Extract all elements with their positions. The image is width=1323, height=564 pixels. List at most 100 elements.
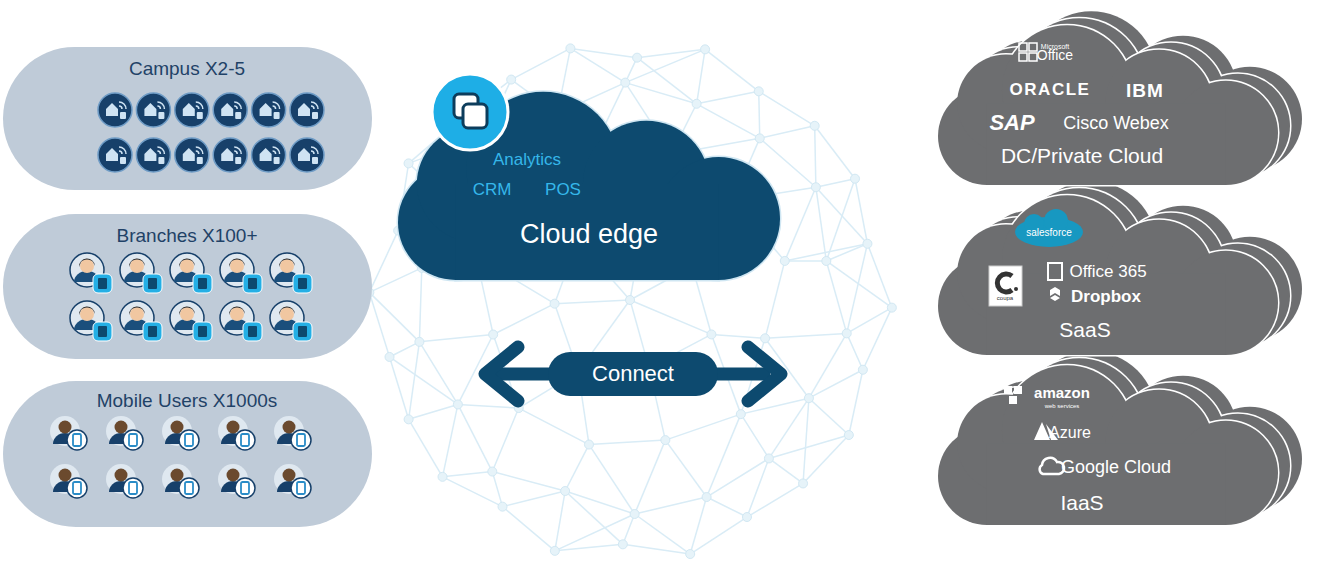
mesh-line [803, 435, 849, 483]
cloud-text: coupa [997, 295, 1013, 302]
mobile-user-icon [274, 464, 311, 498]
mesh-line [637, 58, 697, 104]
branch-user-icon [120, 301, 162, 341]
mesh-line [570, 48, 637, 57]
branch-user-icon [220, 301, 262, 341]
mesh-dot [842, 329, 851, 338]
cloud-fill [938, 25, 1278, 185]
mesh-line [637, 49, 705, 57]
mesh-line [635, 497, 707, 514]
mesh-line [458, 404, 492, 471]
cloud-outline [938, 25, 1278, 185]
mesh-line [816, 179, 855, 188]
campus-icon [213, 93, 247, 127]
mesh-dot [822, 256, 831, 265]
mesh-line [511, 48, 570, 79]
group-title: Mobile Users X1000s [97, 391, 278, 412]
mesh-line [458, 404, 519, 408]
mesh-line [369, 268, 421, 292]
cloud-text: Azure [1049, 424, 1091, 442]
mesh-line [826, 244, 867, 261]
mesh-line [705, 49, 759, 91]
mesh-line [443, 404, 458, 476]
mesh-dot [561, 487, 570, 496]
cloud-base [987, 444, 1226, 526]
cloud-text: SAP [989, 111, 1034, 135]
mesh-line [665, 440, 706, 497]
mesh-line [747, 483, 803, 517]
mesh-line [707, 497, 747, 517]
mesh-dot [755, 134, 764, 143]
mesh-line [826, 179, 855, 261]
campus-icon [290, 93, 324, 127]
cloud-text: ORACLE [1010, 81, 1091, 100]
mesh-dot [550, 299, 559, 308]
mesh-line [690, 517, 747, 554]
connect-arrow [485, 347, 781, 401]
mesh-line [369, 231, 398, 293]
mobile-user-icon [50, 464, 87, 498]
mesh-line [867, 244, 891, 308]
arrow-head [485, 347, 518, 401]
mesh-dot [618, 540, 627, 549]
campus-icon [136, 138, 170, 172]
cloud-text: amazon [1034, 385, 1090, 402]
cloud-text: Cloud edge [520, 220, 658, 250]
mesh-line [390, 357, 458, 404]
mesh-line [759, 91, 815, 125]
mobile-user-icon [106, 416, 143, 450]
mesh-dot [661, 436, 670, 445]
mesh-line [555, 514, 635, 551]
node-shape [398, 88, 780, 280]
network-mesh [365, 44, 896, 559]
node-shape [938, 362, 1278, 525]
mesh-line [697, 49, 705, 103]
branch-user-icon [120, 253, 162, 293]
mesh-dot [707, 330, 716, 339]
edge-logo [432, 74, 508, 150]
cloud-text: CRM [473, 181, 512, 200]
mesh-dot [415, 337, 424, 346]
pill-shape [3, 214, 372, 359]
mesh-dot [804, 394, 813, 403]
mesh-line [565, 445, 589, 491]
mesh-dot [621, 78, 630, 87]
mesh-line [419, 268, 421, 342]
mesh-line [697, 91, 759, 103]
mesh-line [419, 335, 493, 342]
mesh-line [815, 126, 855, 179]
mesh-line [741, 414, 769, 458]
mesh-dot [780, 256, 789, 265]
mesh-line [503, 491, 566, 507]
mesh-line [492, 472, 565, 491]
campus-icon [252, 138, 286, 172]
mesh-dot [633, 53, 642, 62]
mesh-line [419, 342, 457, 405]
branch-user-icon [170, 301, 212, 341]
mesh-line [665, 414, 740, 440]
cloud-outline [938, 195, 1278, 355]
cloud-node: salesforcecoupaOffice 365DropboxSaaS [938, 192, 1278, 355]
mesh-line [826, 261, 846, 333]
mesh-line [707, 458, 769, 497]
pill-shape [3, 47, 372, 190]
cloud-fill [938, 195, 1278, 355]
mesh-line [803, 398, 809, 483]
mesh-line [570, 48, 625, 82]
cloud-text: Office [1037, 48, 1073, 63]
cloud-text: IBM [1126, 81, 1164, 102]
cloud-text: Analytics [493, 151, 561, 170]
mobile-user-icon [162, 464, 199, 498]
mesh-line [635, 440, 666, 514]
mesh-line [809, 398, 849, 435]
mesh-line [555, 544, 623, 551]
mesh-line [503, 507, 555, 551]
mesh-dot [702, 493, 711, 502]
mesh-line [443, 472, 493, 477]
mesh-line [863, 308, 892, 370]
cloud-base [987, 104, 1226, 186]
mesh-dot [742, 513, 751, 522]
cloud-text: Google Cloud [1061, 458, 1171, 478]
cloud-text: web services [1045, 403, 1080, 410]
cloud-text: SaaS [1059, 318, 1110, 341]
